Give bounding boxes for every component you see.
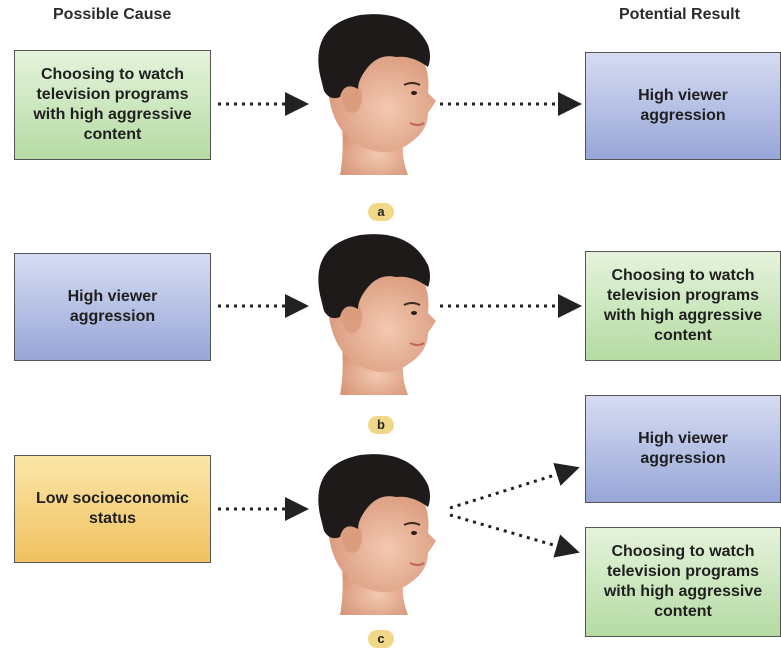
boy-head-c-icon xyxy=(317,453,437,616)
panel-a-cause-box: Choosing to watch television programs wi… xyxy=(14,50,211,160)
panel-c-result-2-text: Choosing to watch television programs wi… xyxy=(603,543,763,620)
panel-a-result-text: High viewer aggression xyxy=(638,87,728,124)
arrow-c-upper xyxy=(449,462,580,510)
panel-a-cause-text: Choosing to watch television programs wi… xyxy=(33,66,192,143)
panel-b-cause-text: High viewer aggression xyxy=(67,288,158,325)
panel-c-cause-box: Low socioeconomic status xyxy=(14,455,211,563)
possible-cause-header: Possible Cause xyxy=(53,6,172,23)
panel-a-badge: a xyxy=(368,203,394,221)
panel-c-result-1-text: High viewer aggression xyxy=(638,430,728,467)
panel-c-result-1-box: High viewer aggression xyxy=(585,395,781,503)
boy-head-a-icon xyxy=(317,13,437,177)
panel-b-result-box: Choosing to watch television programs wi… xyxy=(585,251,781,361)
potential-result-header: Potential Result xyxy=(619,6,740,23)
boy-head-b-icon xyxy=(317,233,437,396)
panel-c-cause-text: Low socioeconomic status xyxy=(36,490,189,527)
panel-b-result-text: Choosing to watch television programs wi… xyxy=(603,267,763,344)
panel-c-result-2-box: Choosing to watch television programs wi… xyxy=(585,527,781,637)
panel-b-badge: b xyxy=(368,416,394,434)
panel-c-badge: c xyxy=(368,630,394,648)
panel-a-result-box: High viewer aggression xyxy=(585,52,781,160)
arrow-c-lower xyxy=(449,513,580,558)
panel-b-cause-box: High viewer aggression xyxy=(14,253,211,361)
